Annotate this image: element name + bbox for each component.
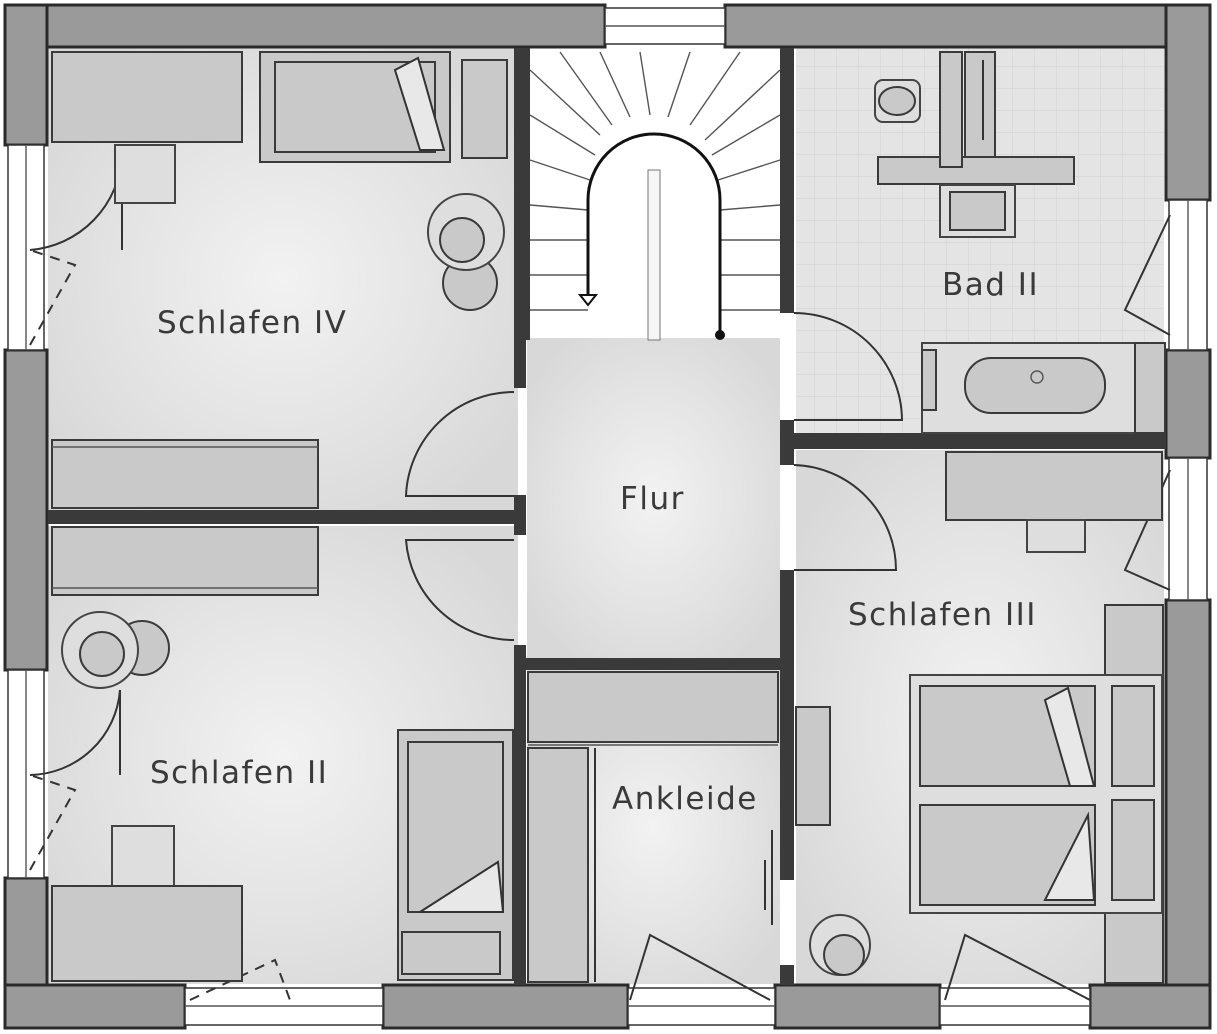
inner-walls xyxy=(48,48,1166,985)
windows xyxy=(7,7,1208,1026)
label-bad-ii: Bad II xyxy=(942,267,1039,303)
label-ankleide: Ankleide xyxy=(612,781,758,817)
label-schlafen-ii: Schlafen II xyxy=(150,755,328,791)
schlafen-iv-furniture xyxy=(51,51,508,509)
label-flur: Flur xyxy=(620,481,685,517)
floor-flur xyxy=(527,338,780,658)
bad-ii-fixtures xyxy=(874,51,1166,434)
room-labels: Schlafen IV Flur Bad II Schlafen III Sch… xyxy=(150,267,1039,817)
staircase xyxy=(529,51,781,341)
ankleide-furniture xyxy=(527,671,831,983)
label-schlafen-iv: Schlafen IV xyxy=(157,305,347,341)
schlafen-iii-furniture xyxy=(809,451,1164,984)
schlafen-ii-furniture xyxy=(51,526,514,982)
label-schlafen-iii: Schlafen III xyxy=(848,597,1037,633)
